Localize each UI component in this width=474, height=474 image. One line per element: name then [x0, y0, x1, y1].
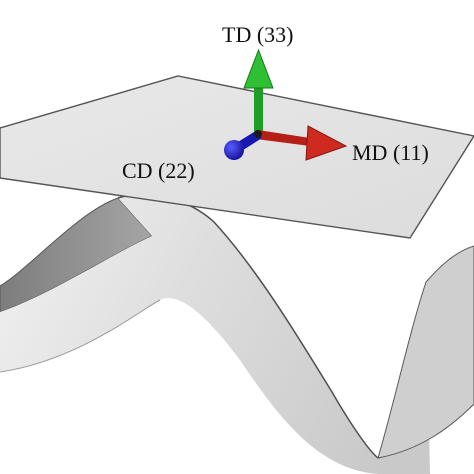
- triad-origin: [254, 130, 262, 138]
- axis-triad: [224, 48, 348, 161]
- md-arrow-shaft: [256, 130, 310, 146]
- flute-lower-edge: [0, 299, 161, 373]
- md-axis-label: MD (11): [352, 140, 429, 165]
- cd-arrow-ball: [224, 140, 244, 160]
- td-arrow-head: [243, 48, 274, 89]
- cd-axis-label: CD (22): [122, 158, 195, 183]
- md-arrow-head: [305, 125, 348, 161]
- flute-front-face: [0, 194, 474, 474]
- td-axis-label: TD (33): [222, 22, 293, 47]
- td-arrow-shaft: [254, 86, 263, 132]
- flute-right-rise: [377, 245, 474, 459]
